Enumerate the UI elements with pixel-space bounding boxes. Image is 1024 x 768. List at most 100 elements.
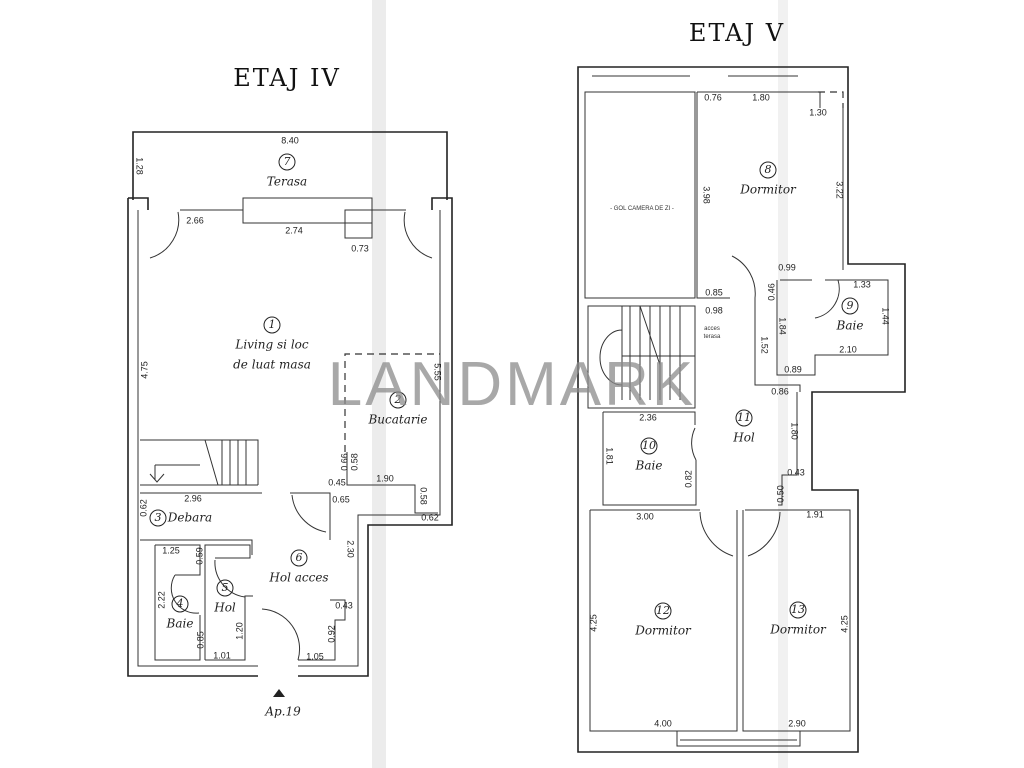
debara-walls [140,492,331,555]
dimension-label: 1.01 [213,650,231,660]
dimension-label: 4.25 [839,615,849,633]
dimension-label: 1.80 [790,422,800,440]
dashed-line [818,91,844,108]
room-walls [589,392,851,732]
room-number: 7 [284,155,291,168]
room-number: 10 [642,439,656,452]
dimension-label: 0.66 [339,453,349,471]
room-name: Baie [836,319,864,333]
dimension-label: 8.40 [281,135,299,145]
door-swings [691,427,781,557]
kitchen-boundary [344,353,440,452]
terrace-railing [132,131,448,200]
kitchen-counter [346,452,438,514]
room-number-circle [640,437,658,455]
dimension-label: 1.90 [376,473,394,483]
door-swings [731,255,840,319]
room-number-circle [149,509,167,527]
dimension-label: 0.62 [138,499,148,517]
window-wall [180,197,406,239]
void-area [584,75,798,299]
dimension-label: 1.80 [752,92,770,102]
outer-wall [577,66,906,753]
dimension-label: 2.22 [156,591,166,609]
room-name: Hol acces [268,571,328,585]
dimension-label: 2.36 [639,412,657,422]
room-name: Dormitor [769,623,827,637]
room-number-circle [278,153,296,171]
dimension-label: 0.59 [194,547,204,565]
room-name: Bucatarie [367,413,427,427]
dimension-label: 1.91 [806,509,824,519]
dimension-label: 4.25 [588,614,598,632]
dimension-label: 0.43 [335,600,353,610]
dimension-label: 4.75 [139,361,149,379]
dimension-label: 0.43 [787,467,805,477]
dimension-label: 1.81 [605,447,615,465]
etaj-v-title: ETAJ V [689,19,785,47]
staircase [587,305,696,409]
room-number: 11 [737,411,751,424]
dimension-label: 1.30 [809,107,827,117]
room-name: Terasa [267,175,307,189]
room-number: 9 [847,299,854,312]
room-number-circle [789,601,807,619]
dimension-label: 0.85 [705,287,723,297]
void-note: - GOL CAMERA DE ZI - [610,206,674,212]
dimension-label: 2.90 [788,718,806,728]
room-number: 13 [791,603,805,616]
room-number-circle [759,161,777,179]
dimension-label: 0.85 [195,631,205,649]
dimension-label: 1.25 [162,545,180,555]
dimension-label: 2.66 [186,215,204,225]
dimension-label: 2.74 [285,225,303,235]
staircase [140,439,259,486]
balcony-doors [149,211,433,259]
dimension-label: 0.45 [328,477,346,487]
room-number-circle [654,602,672,620]
door-swings [170,559,301,661]
room-name: de luat masa [233,358,311,372]
bath-hall-walls [154,544,346,661]
entrance-label: Ap.19 [264,705,301,719]
dimension-label: 0.58 [349,453,359,471]
room-number: 5 [222,581,229,594]
dimension-label: 1.20 [234,622,244,640]
stair-note: terasa [704,334,721,340]
dimension-label: 1.33 [853,279,871,289]
dimension-label: 0.62 [421,512,439,522]
room-number: 8 [765,163,772,176]
stair-note: acces [704,326,720,332]
dimension-label: 1.28 [135,157,145,175]
dimension-label: 0.82 [683,470,693,488]
room-number-circle [263,316,281,334]
dimension-label: 2.96 [184,493,202,503]
dimension-label: 0.65 [332,494,350,504]
room-name: Hol [732,431,755,445]
dimension-label: 0.98 [705,305,723,315]
dimension-label: 3.00 [636,511,654,521]
outer-wall [127,197,453,677]
room-name: Debara [167,511,212,525]
room-number: 2 [394,393,402,406]
scan-fold [372,0,386,768]
dimension-label: 0.58 [419,487,429,505]
room-number-circle [216,579,234,597]
room-number: 1 [269,318,276,331]
etaj-v-plan: ETAJ V acces terasa - GOL CAMERA DE ZI -… [577,19,906,753]
dimension-label: 2.10 [839,344,857,354]
room-number: 12 [656,604,670,617]
dimension-label: 0.99 [778,262,796,272]
dimension-label: 0.46 [766,283,776,301]
dimension-label: 2.30 [346,540,356,558]
room-name: Baie [635,459,663,473]
room-number: 4 [176,597,184,610]
room-name: Dormitor [739,183,797,197]
dimension-label: 0.92 [326,625,336,643]
dimension-label: 0.76 [704,92,722,102]
room-number: 6 [296,551,303,564]
dimension-label: 0.50 [775,485,785,503]
dimension-label: 1.84 [778,317,788,335]
dimension-label: 1.44 [881,307,891,325]
